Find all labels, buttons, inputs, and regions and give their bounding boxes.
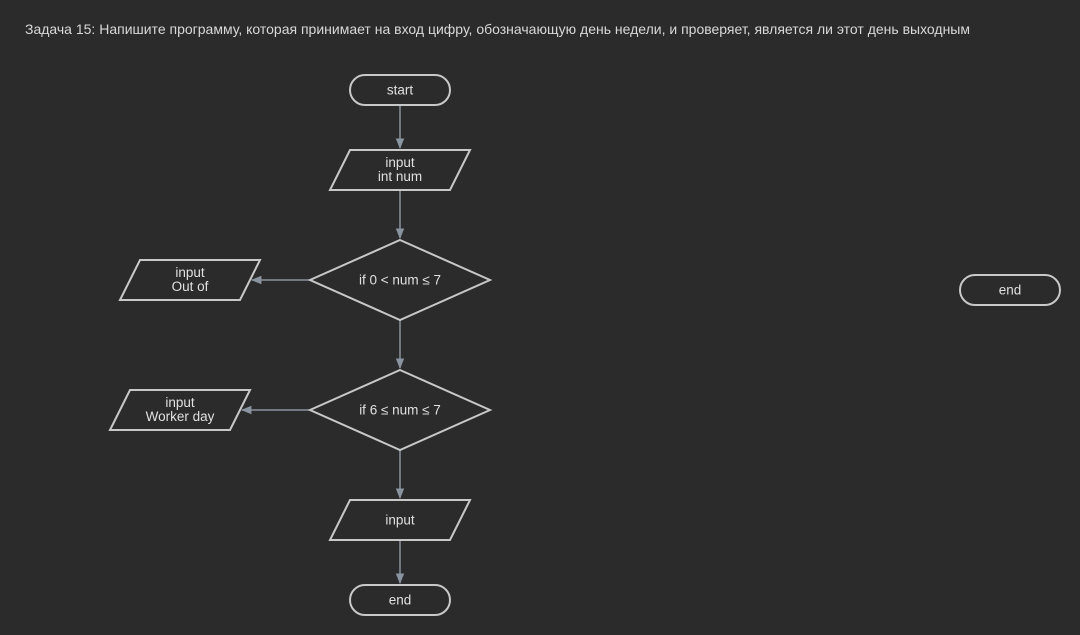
start-label: start (387, 83, 414, 98)
weekend-output-parallelogram[interactable]: input (328, 499, 472, 541)
end-side-label: end (999, 283, 1022, 298)
input-num-line2: int num (378, 169, 422, 184)
out-of-parallelogram[interactable]: input Out of (118, 259, 262, 301)
out-of-line2: Out of (172, 279, 209, 294)
end-terminator[interactable]: end (349, 584, 451, 616)
input-num-parallelogram[interactable]: input int num (328, 149, 472, 191)
weekend-check-diamond[interactable]: if 6 ≤ num ≤ 7 (307, 368, 493, 452)
worker-day-parallelogram[interactable]: input Worker day (108, 389, 252, 431)
out-of-line1: input (175, 265, 205, 280)
weekend-check-label: if 6 ≤ num ≤ 7 (359, 403, 441, 418)
range-check-label: if 0 < num ≤ 7 (359, 273, 441, 288)
task-title: Задача 15: Напишите программу, которая п… (25, 21, 970, 37)
end-label: end (389, 593, 412, 608)
start-terminator[interactable]: start (349, 74, 451, 106)
input-num-line1: input (385, 155, 415, 170)
range-check-diamond[interactable]: if 0 < num ≤ 7 (307, 238, 493, 322)
weekend-output-label: input (385, 513, 415, 528)
worker-day-line2: Worker day (146, 409, 215, 424)
end-terminator-unconnected[interactable]: end (959, 274, 1061, 306)
worker-day-line1: input (165, 395, 195, 410)
